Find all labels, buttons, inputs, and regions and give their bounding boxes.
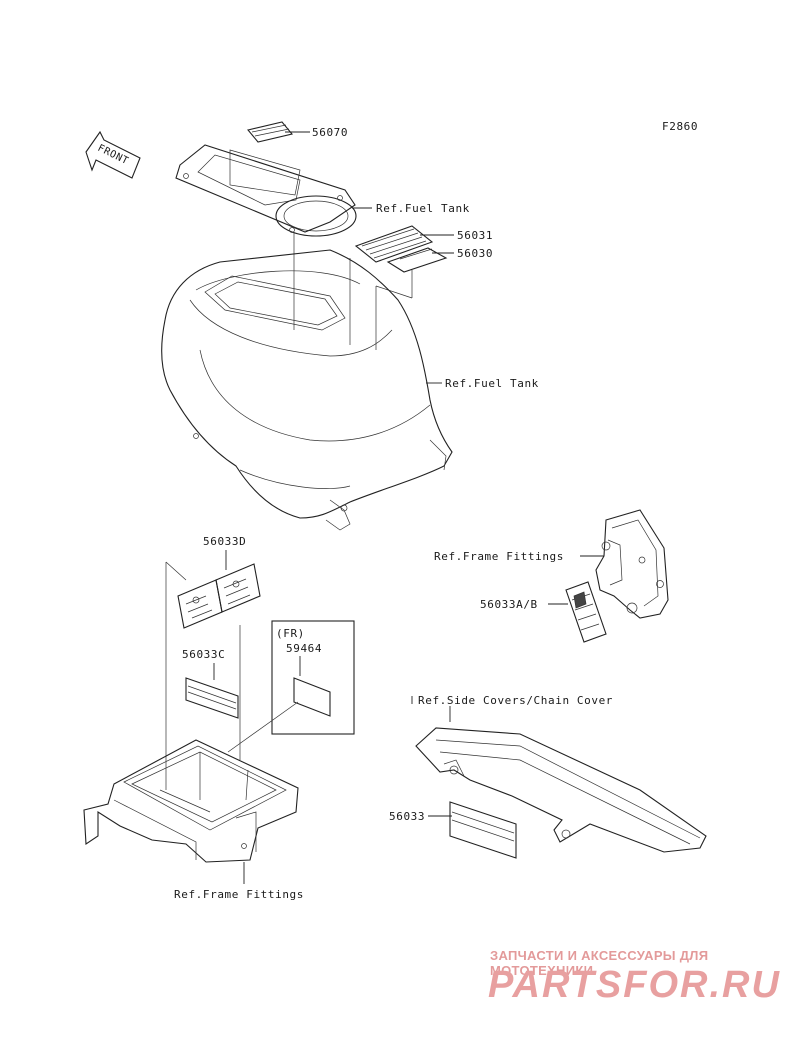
label-59464 [293, 677, 331, 717]
label-56033ab [565, 581, 607, 643]
part-56031: 56031 [457, 229, 493, 242]
label-56033d [177, 563, 261, 629]
part-56033ab: 56033A/B [480, 598, 538, 611]
label-56033c [185, 677, 239, 719]
figure-code: F2860 [662, 120, 698, 133]
ref-frame-fittings-right: Ref.Frame Fittings [434, 550, 564, 563]
part-56033c: 56033C [182, 648, 225, 661]
ref-frame-fittings-lower: Ref.Frame Fittings [174, 888, 304, 901]
part-56030: 56030 [457, 247, 493, 260]
part-59464: 59464 [286, 642, 322, 655]
ref-fuel-tank-lower: Ref.Fuel Tank [445, 377, 539, 390]
fuel-tank-cover [161, 249, 453, 531]
part-56070: 56070 [312, 126, 348, 139]
label-56031 [354, 225, 454, 263]
label-56033 [449, 801, 517, 859]
ref-fuel-tank-upper: Ref.Fuel Tank [376, 202, 470, 215]
front-arrow-icon: FRONT [85, 130, 141, 179]
front-tag-label: FRONT [96, 143, 131, 167]
watermark-logo: PARTSFOR.RU [488, 964, 781, 1006]
tank-top-cover [175, 144, 357, 237]
chain-cover [415, 727, 707, 853]
label-56070 [247, 121, 310, 143]
part-56033: 56033 [389, 810, 425, 823]
watermark-tagline: ЗАПЧАСТИ И АКСЕССУАРЫ ДЛЯ МОТОТЕХНИКИ [490, 948, 709, 978]
fr-spec-box [271, 620, 355, 735]
ref-side-covers: Ref.Side Covers/Chain Cover [418, 694, 613, 707]
frame-fittings-bracket [595, 509, 669, 619]
fr-note: (FR) [276, 627, 305, 640]
part-56033d: 56033D [203, 535, 246, 548]
label-56030 [386, 247, 454, 273]
lower-frame-tray [83, 739, 299, 863]
